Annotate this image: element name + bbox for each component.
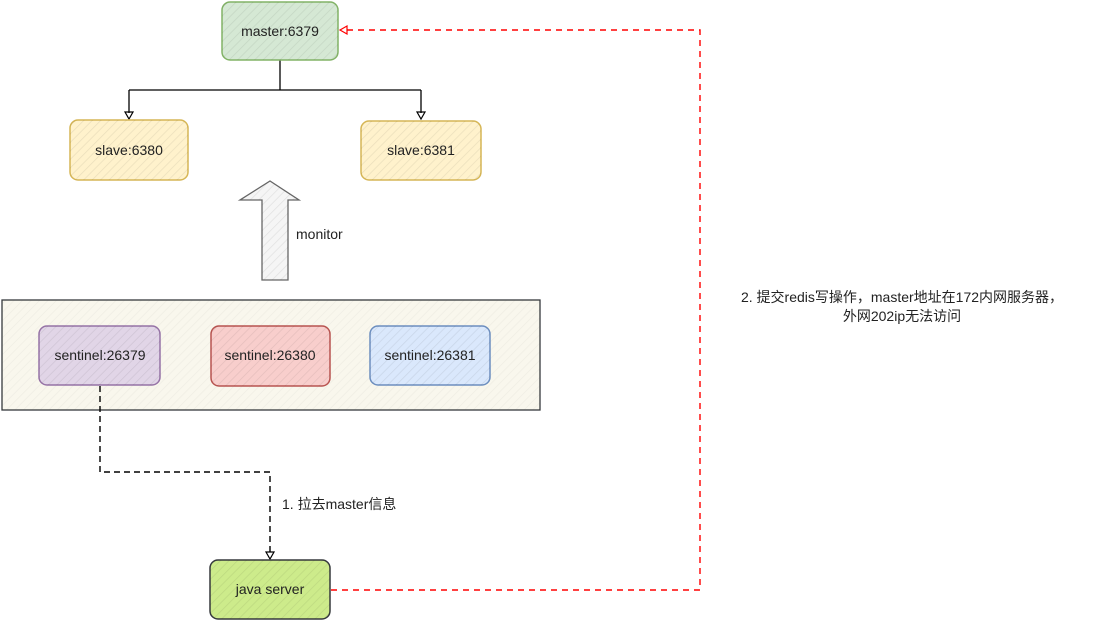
replication-arrows xyxy=(123,60,427,121)
java-label: java server xyxy=(235,581,305,597)
java-server-node[interactable]: java server xyxy=(209,559,331,620)
master-node[interactable]: master:6379 xyxy=(221,1,339,61)
step2-label-line2: 外网202ip无法访问 xyxy=(843,308,961,324)
dashed-connector-red xyxy=(331,29,701,591)
sentinel-node-26380[interactable]: sentinel:26380 xyxy=(210,325,331,387)
arrowhead-java-icon xyxy=(264,551,276,561)
arrowhead-slave1-icon xyxy=(123,111,135,121)
dashed-connector-black xyxy=(99,386,271,553)
monitor-arrow: monitor xyxy=(237,180,343,281)
sentinel-node-26381[interactable]: sentinel:26381 xyxy=(369,325,491,386)
slave-node-6381[interactable]: slave:6381 xyxy=(360,120,482,181)
monitor-label: monitor xyxy=(296,226,343,242)
step2-label-line1: 2. 提交redis写操作，master地址在172内网服务器， xyxy=(741,289,1063,305)
slave-node-6380[interactable]: slave:6380 xyxy=(69,119,189,181)
slave1-label: slave:6380 xyxy=(95,142,163,158)
sentinel1-label: sentinel:26379 xyxy=(54,347,145,363)
sentinel-node-26379[interactable]: sentinel:26379 xyxy=(38,325,161,386)
fetch-master-info-edge: 1. 拉去master信息 xyxy=(99,386,396,561)
arrowhead-slave2-icon xyxy=(415,111,427,121)
sentinel2-label: sentinel:26380 xyxy=(224,347,315,363)
arrowhead-master-icon xyxy=(338,24,348,36)
master-label: master:6379 xyxy=(241,23,319,39)
sentinel3-label: sentinel:26381 xyxy=(384,347,475,363)
step2-label-bg xyxy=(712,284,1092,326)
slave2-label: slave:6381 xyxy=(387,142,455,158)
step1-label: 1. 拉去master信息 xyxy=(282,496,396,512)
write-to-master-edge: 2. 提交redis写操作，master地址在172内网服务器， 外网202ip… xyxy=(331,24,1092,591)
